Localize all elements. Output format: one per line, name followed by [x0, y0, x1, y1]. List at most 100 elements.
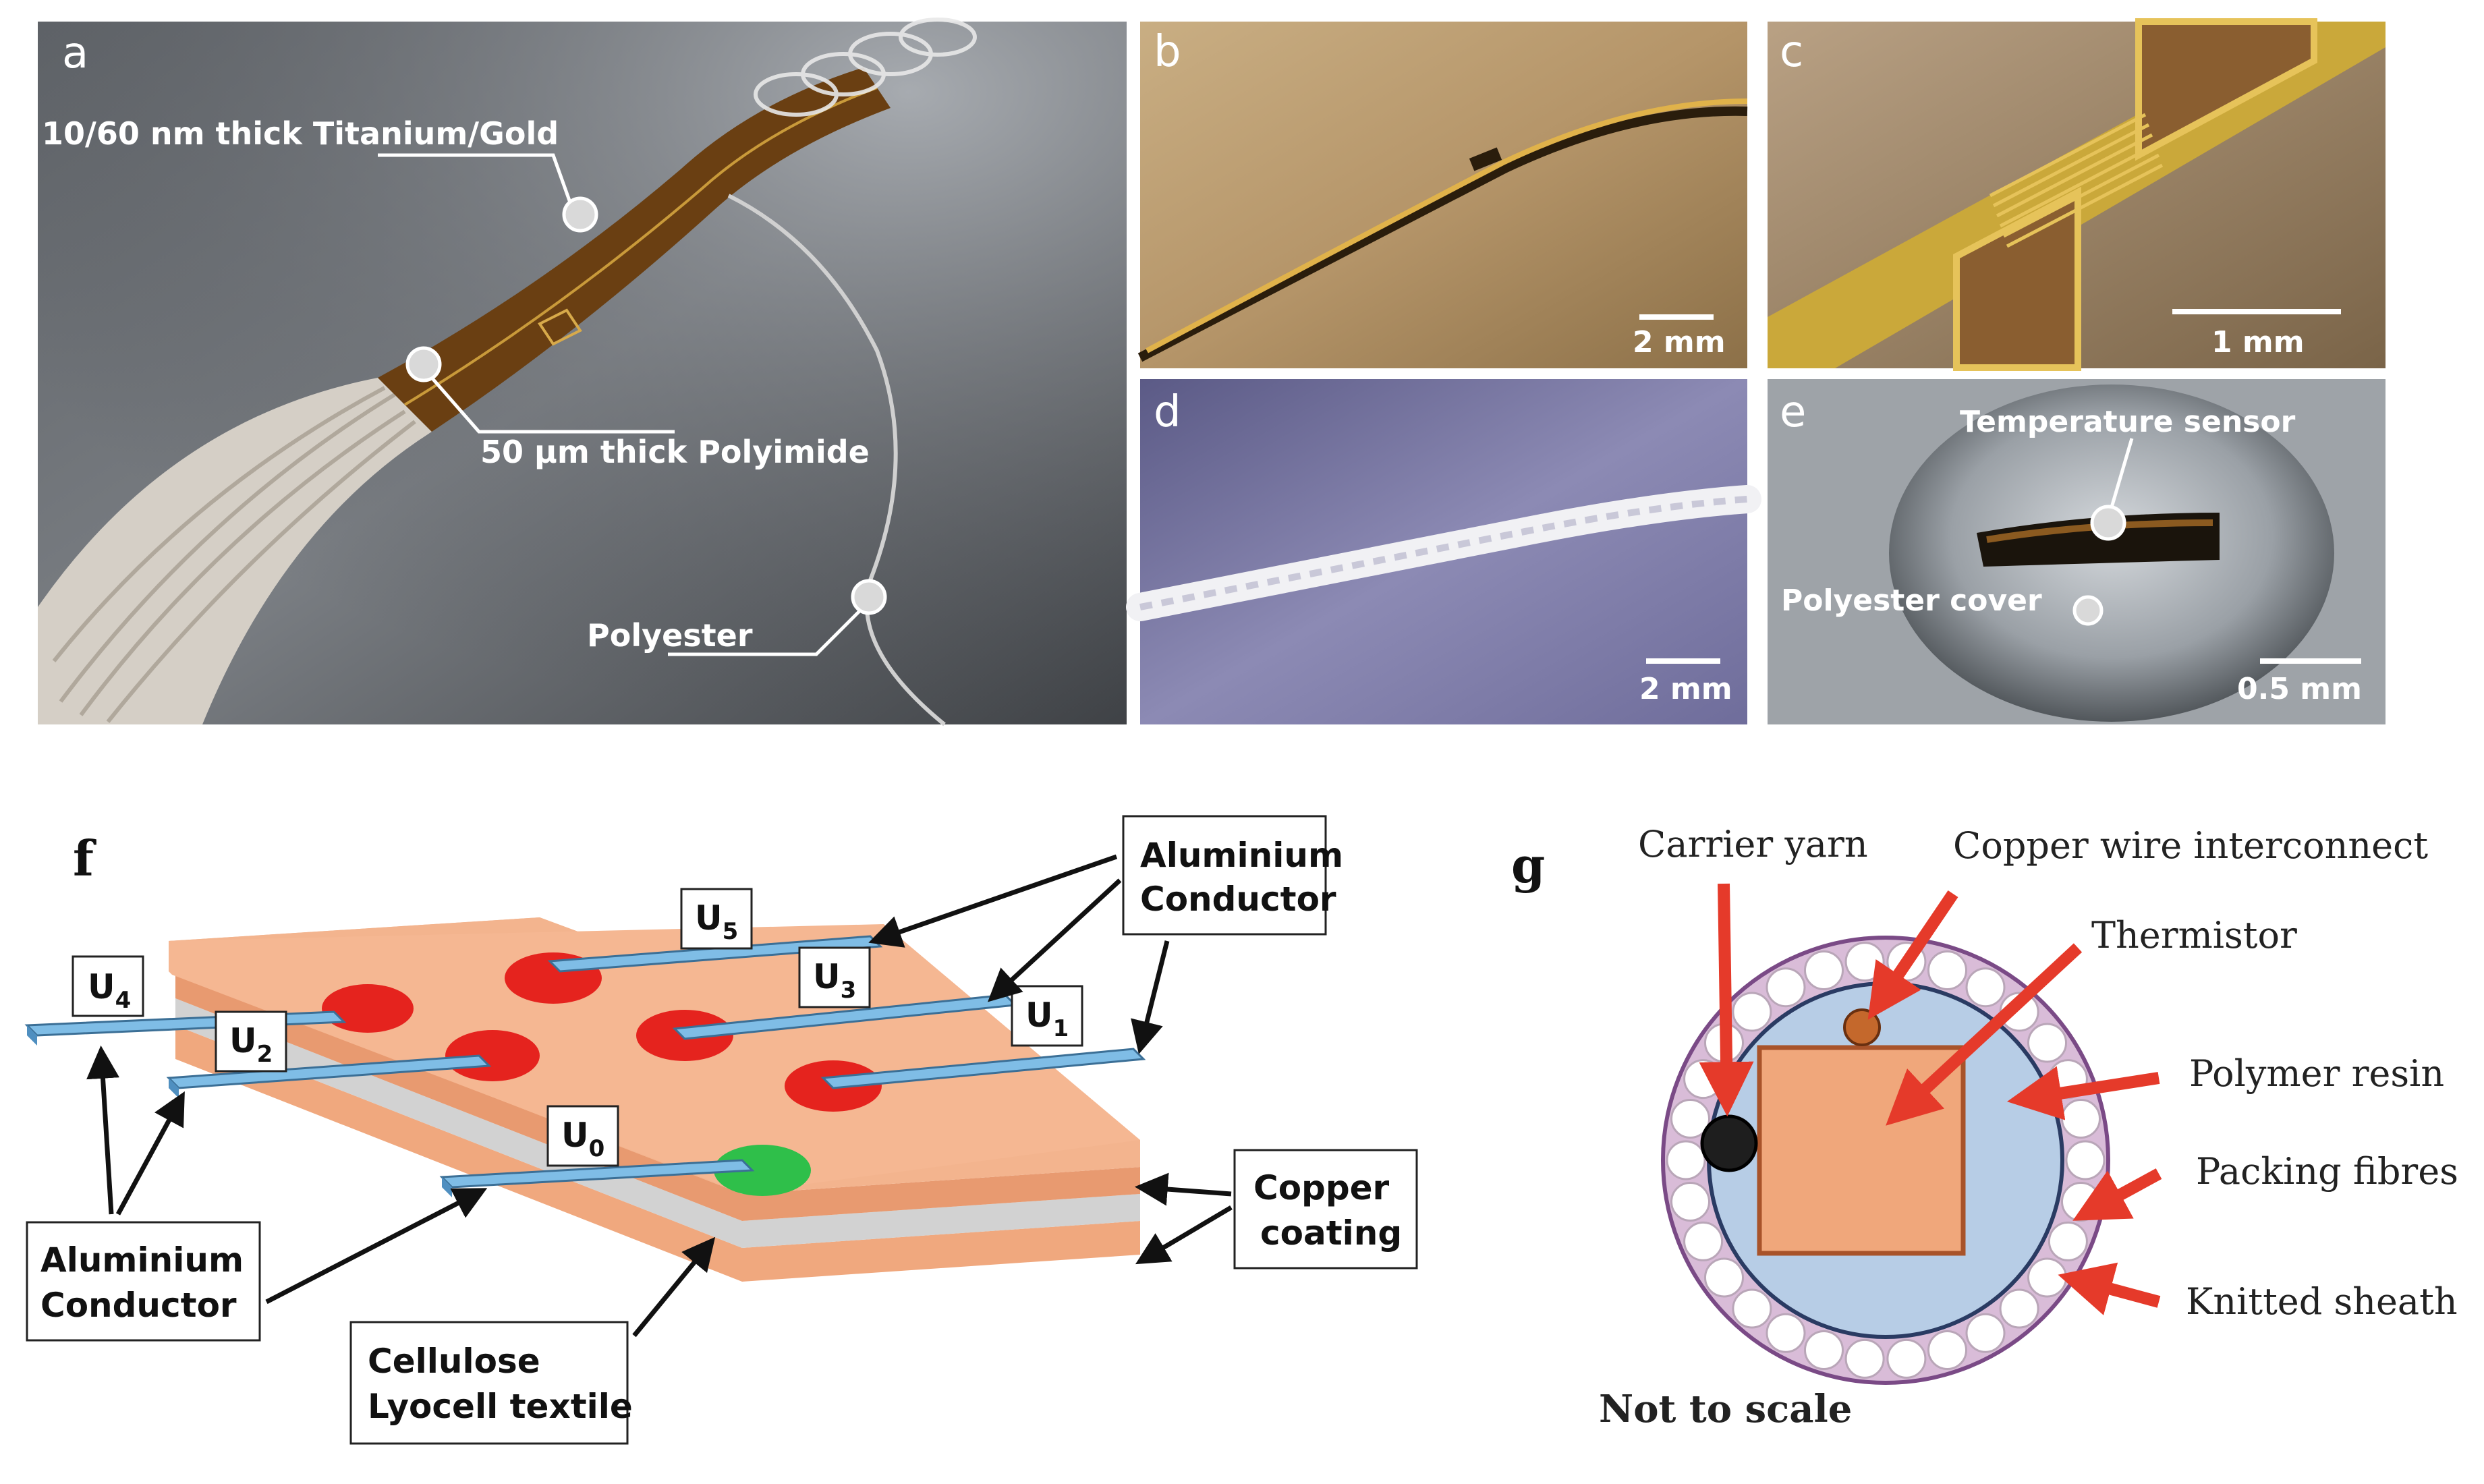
packing-fibre	[1683, 1059, 1724, 1100]
label-copper-wire: Copper wire interconnect	[1953, 824, 2428, 867]
packing-fibre	[1927, 950, 1967, 990]
svg-text:U3: U3	[813, 957, 856, 1004]
electrode-label-u4: U4	[72, 955, 144, 1017]
carrier-yarn	[1700, 1114, 1758, 1172]
svg-text:Aluminium: Aluminium	[1140, 836, 1343, 875]
electrode-label-u5: U5	[680, 888, 753, 950]
scale-label-d: 2 mm	[1639, 672, 1732, 706]
panel-g: g Carrier yarn Copper wire interconnect …	[1511, 823, 2458, 1431]
panel-g-letter: g	[1511, 836, 1545, 894]
label-temperature-sensor: Temperature sensor	[1960, 405, 2296, 439]
callout-cellulose: Cellulose Lyocell textile	[349, 1321, 633, 1445]
callout-marker-titanium-gold	[562, 196, 598, 233]
svg-text:Lyocell textile: Lyocell textile	[368, 1387, 633, 1426]
slab-front-copper-bottom	[175, 1025, 1140, 1282]
packing-fibre	[1766, 1313, 1806, 1353]
label-polymer-resin: Polymer resin	[2189, 1052, 2444, 1095]
electrode-label-u0: U0	[546, 1105, 619, 1167]
callout-aluminium-top: Aluminium Conductor	[1122, 815, 1343, 936]
electrode-label-u2: U2	[215, 1010, 287, 1073]
panel-c: c 1 mm	[1768, 18, 2386, 371]
panel-d: d 2 mm	[1126, 379, 1761, 724]
packing-fibre	[1844, 1338, 1885, 1379]
wrapped-fibre-bundle	[38, 378, 432, 724]
svg-text:U0: U0	[561, 1116, 604, 1162]
packing-fibre	[1844, 942, 1885, 982]
callout-marker-polyimide	[405, 346, 442, 382]
panel-b: b 2 mm	[1137, 22, 1748, 368]
label-carrier-yarn: Carrier yarn	[1638, 823, 1868, 865]
svg-text:U2: U2	[229, 1021, 273, 1068]
label-polyimide: 50 µm thick Polyimide	[480, 434, 870, 470]
callout-marker-polyester-cover	[2072, 595, 2104, 626]
label-packing-fibres: Packing fibres	[2196, 1150, 2458, 1193]
contact-pad-u0	[714, 1145, 811, 1196]
packing-fibre	[1886, 1338, 1927, 1379]
packing-fibre	[2065, 1140, 2106, 1180]
packing-fibre	[1804, 950, 1844, 990]
panel-e: e Temperature sensor Polyester cover 0.5…	[1768, 379, 2386, 724]
label-titanium-gold: 10/60 nm thick Titanium/Gold	[42, 115, 559, 152]
svg-text:Conductor: Conductor	[40, 1286, 237, 1325]
label-thermistor: Thermistor	[2091, 914, 2297, 957]
packing-fibre	[1670, 1182, 1710, 1222]
packing-fibre	[1666, 1140, 1706, 1180]
label-knitted-sheath: Knitted sheath	[2186, 1280, 2458, 1323]
packing-fibre	[2027, 1257, 2067, 1298]
packing-fibre	[1766, 967, 1806, 1008]
callout-aluminium-left: Aluminium Conductor	[26, 1221, 261, 1342]
callout-marker-temperature-sensor	[2090, 505, 2126, 541]
panel-c-letter: c	[1780, 27, 1803, 77]
packing-fibre	[1683, 1221, 1724, 1261]
sensor-strip-b	[1137, 106, 1748, 362]
slab-front-cellulose	[175, 998, 1140, 1248]
packing-fibre	[1732, 1288, 1772, 1329]
panel-d-letter: d	[1154, 387, 1181, 437]
polyester-fibre	[727, 194, 946, 726]
packing-fibre	[1965, 967, 2006, 1008]
interdigitated-electrode	[1989, 113, 2164, 248]
packing-fibre	[1804, 1330, 1844, 1370]
packing-fibre	[1704, 1257, 1744, 1298]
strip-u1	[820, 1048, 1146, 1089]
panel-f: f U4	[24, 815, 1418, 1445]
svg-text:Cellulose: Cellulose	[368, 1342, 540, 1381]
packing-fibre	[1732, 992, 1772, 1032]
packing-fibre	[1999, 1288, 2039, 1329]
packing-fibre	[2061, 1099, 2101, 1139]
panel-e-letter: e	[1780, 387, 1806, 437]
packing-fibre	[2027, 1023, 2067, 1063]
svg-text:Conductor: Conductor	[1140, 880, 1336, 919]
svg-text:Copper: Copper	[1253, 1168, 1390, 1207]
packing-fibres-ring	[1666, 942, 2106, 1379]
electrode-label-u3: U3	[798, 946, 871, 1008]
panel-a: a 10/60 nm thick Titanium/Gold 50 µm thi…	[38, 18, 1127, 726]
scale-label-c: 1 mm	[2211, 325, 2305, 360]
electrode-label-u1: U1	[1011, 985, 1083, 1047]
callout-marker-polyester	[851, 579, 887, 615]
thermistor	[1757, 1045, 1966, 1256]
scale-label-b: 2 mm	[1633, 325, 1726, 360]
panel-a-letter: a	[62, 28, 88, 78]
packing-fibre	[2048, 1221, 2088, 1261]
label-polyester-cover: Polyester cover	[1781, 583, 2042, 618]
panel-b-letter: b	[1154, 27, 1181, 77]
label-not-to-scale: Not to scale	[1599, 1387, 1852, 1431]
svg-text:U1: U1	[1025, 996, 1069, 1042]
svg-text:U4: U4	[88, 967, 131, 1014]
packing-fibre	[1927, 1330, 1967, 1370]
slab-top-surface	[169, 924, 1140, 1193]
callout-copper-coating: Copper coating	[1233, 1149, 1418, 1269]
svg-text:Aluminium: Aluminium	[40, 1240, 244, 1280]
label-polyester: Polyester	[587, 617, 753, 654]
contact-pad-u2	[445, 1030, 540, 1081]
annotation-arrows	[1699, 883, 2162, 1315]
copper-wire-interconnect	[1843, 1008, 1881, 1046]
contact-pad-u4	[322, 984, 414, 1033]
panel-f-letter: f	[73, 830, 96, 887]
svg-text:coating: coating	[1260, 1214, 1402, 1253]
svg-text:U5: U5	[695, 898, 738, 945]
scale-label-e: 0.5 mm	[2237, 672, 2362, 706]
packing-fibre	[1965, 1313, 2006, 1353]
